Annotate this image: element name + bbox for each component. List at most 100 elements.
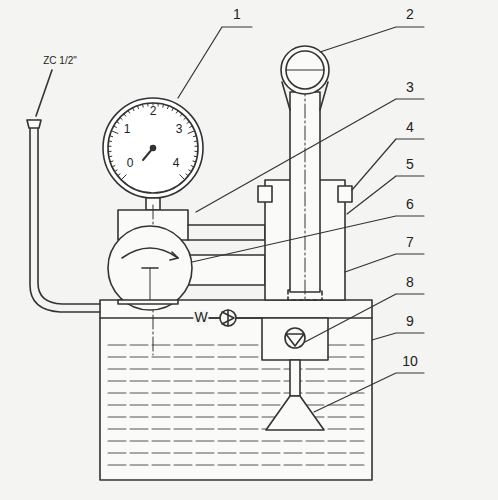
outlet-hose [30, 120, 100, 312]
check-valve [285, 328, 305, 348]
pressure-gauge [195, 151, 198, 152]
dial-number: 3 [175, 123, 184, 136]
water-lines [108, 381, 364, 382]
pressure-gauge [180, 114, 182, 116]
foot-strainer [266, 360, 324, 430]
pressure-gauge [117, 122, 119, 124]
pressure-gauge [111, 131, 117, 134]
pressure-gauge [137, 106, 138, 109]
pressure-gauge [142, 104, 144, 107]
pressure-gauge [109, 140, 112, 141]
water-tank [100, 300, 372, 480]
callout-number: 4 [405, 120, 415, 135]
callout-number: 10 [401, 354, 419, 369]
control-valve [170, 252, 178, 260]
pressure-gauge [124, 114, 126, 116]
water-lines [108, 393, 364, 394]
leader-line [36, 70, 52, 116]
pump-cylinder [338, 186, 352, 202]
pressure-gauge [108, 146, 111, 147]
pressure-gauge [108, 103, 198, 193]
pressure-gauge [128, 111, 130, 113]
handle-ring [286, 51, 324, 89]
callout-number: 8 [405, 275, 415, 290]
dial-number: 0 [126, 157, 135, 170]
control-valve [122, 248, 178, 258]
control-valve [108, 226, 192, 310]
leader-lines [178, 27, 252, 98]
pressure-gauge [114, 126, 117, 127]
dial-number: 1 [123, 123, 132, 136]
pressure-gauge [103, 98, 203, 210]
pressure-gauge [195, 146, 198, 147]
callout-number: 7 [405, 235, 415, 250]
control-valve [142, 267, 158, 269]
pump-body [188, 225, 265, 240]
leader-lines [372, 333, 424, 340]
pressure-gauge [193, 135, 196, 137]
foot-strainer [266, 396, 324, 430]
leader-lines [347, 176, 424, 214]
pressure-gauge [168, 106, 169, 109]
pressure-gauge [188, 131, 194, 134]
callout-number: 2 [405, 7, 415, 22]
check-valve [286, 334, 304, 346]
callout-number: 3 [405, 80, 415, 95]
pressure-gauge [172, 108, 173, 111]
piston-rod [305, 60, 306, 300]
pressure-gauge [109, 156, 112, 158]
outlet-hose [38, 120, 100, 304]
pressure-gauge [110, 135, 113, 137]
pressure-gauge [176, 111, 178, 113]
callout-number: 1 [232, 7, 242, 22]
pressure-gauge [115, 170, 118, 172]
leader-lines [345, 254, 424, 272]
pressure-gauge [162, 104, 164, 107]
leader-lines [192, 216, 424, 262]
pressure-gauge [194, 140, 197, 141]
handle-ring [281, 46, 329, 110]
pressure-gauge [190, 126, 193, 127]
dial-number: 2 [149, 105, 158, 118]
callout-number: 9 [405, 314, 415, 329]
water-lines [108, 369, 364, 370]
pressure-gauge [184, 117, 186, 119]
water-lines [108, 417, 364, 418]
pressure-gauge [108, 151, 111, 152]
water-tank [100, 300, 372, 480]
pressure-gauge [186, 174, 188, 176]
outlet-hose [27, 120, 41, 128]
water-lines [108, 441, 364, 442]
pressure-gauge [108, 103, 198, 180]
pressure-gauge [180, 175, 185, 180]
handle-ring [286, 70, 324, 71]
drain-valve [227, 310, 229, 326]
pressure-gauge [194, 156, 197, 158]
leader-lines [178, 27, 424, 412]
handle-ring [281, 46, 329, 94]
control-valve [150, 268, 151, 300]
drain-valve [222, 312, 234, 324]
check-valve [262, 318, 328, 360]
pressure-gauge [121, 175, 126, 180]
water-lines [108, 453, 364, 454]
drain-valve [205, 310, 262, 326]
pressure-gauge [133, 108, 134, 111]
pressure-gauge [187, 122, 189, 124]
leader-lines [305, 294, 424, 342]
water-lines [108, 345, 364, 465]
thread-label: ZC 1/2" [42, 55, 78, 66]
pressure-gauge [120, 117, 122, 119]
pressure-gauge [110, 160, 113, 162]
drain-valve [220, 310, 236, 326]
water-lines [108, 405, 364, 406]
pressure-gauge [191, 166, 194, 167]
callout-number: 6 [405, 197, 415, 212]
piston-rod [290, 60, 320, 300]
pressure-gauge [118, 174, 120, 176]
check-valve [262, 318, 328, 360]
pressure-gauge [189, 170, 192, 172]
